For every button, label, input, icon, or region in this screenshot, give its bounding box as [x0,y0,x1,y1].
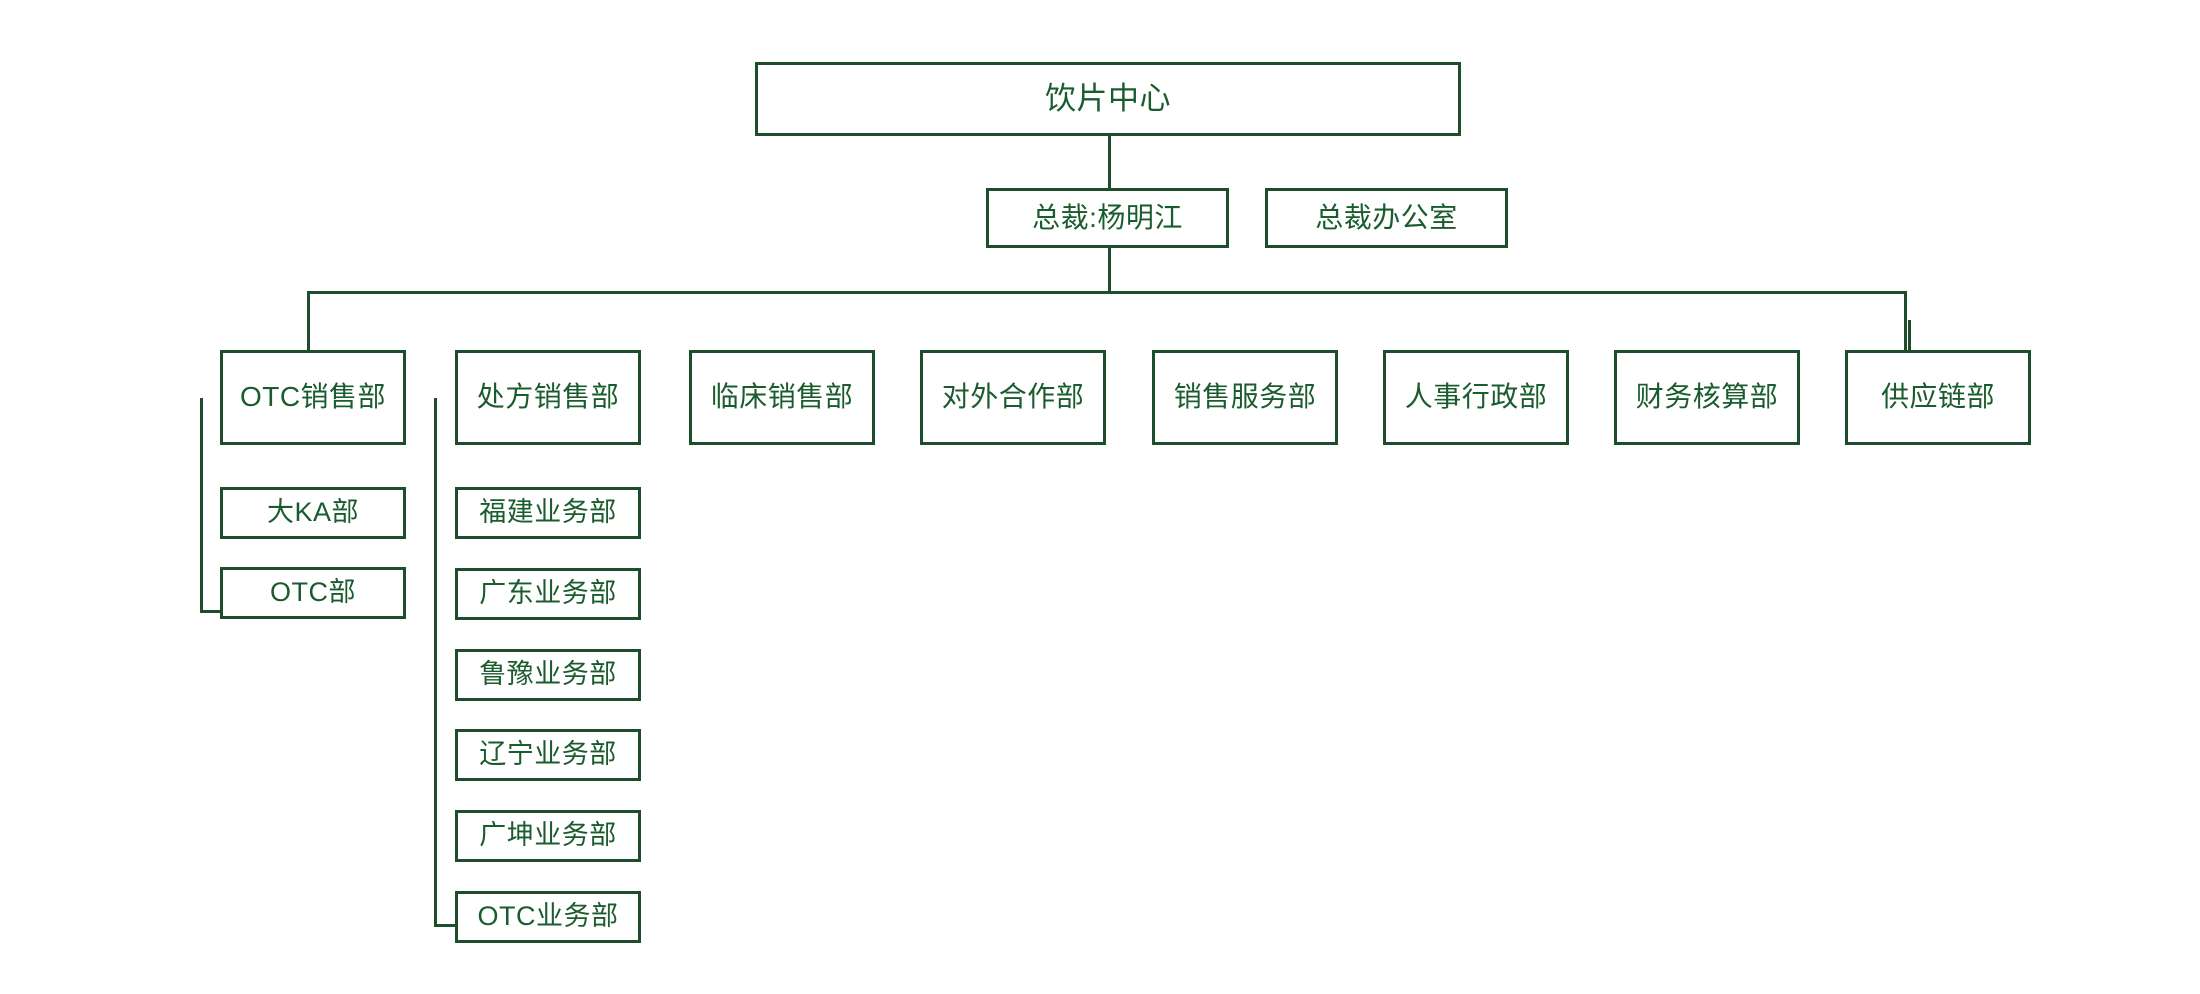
node-department-clinical-sales[interactable]: 临床销售部 [689,350,875,445]
node-sub-guangkun-business[interactable]: 广坤业务部 [455,810,641,862]
node-department-prescription-sales[interactable]: 处方销售部 [455,350,641,445]
connector-prescription-sales-rail-last [434,924,456,927]
connector-bus-left-drop [307,291,310,351]
connector-bus-right-drop [1904,291,1907,351]
node-sub-fujian-business[interactable]: 福建业务部 [455,487,641,539]
node-president[interactable]: 总裁:杨明江 [986,188,1229,248]
connector-supply-chain-drop [1908,320,1911,354]
node-department-financial-accounting[interactable]: 财务核算部 [1614,350,1800,445]
node-sub-otc-business[interactable]: OTC业务部 [455,891,641,943]
node-sub-guangdong-business[interactable]: 广东业务部 [455,568,641,620]
node-sub-otc[interactable]: OTC部 [220,567,406,619]
node-sub-luyu-business[interactable]: 鲁豫业务部 [455,649,641,701]
node-department-sales-service[interactable]: 销售服务部 [1152,350,1338,445]
node-department-supply-chain[interactable]: 供应链部 [1845,350,2031,445]
connector-root-to-president [1108,135,1111,188]
connector-otc-sales-rail-last [200,610,222,613]
node-sub-big-ka[interactable]: 大KA部 [220,487,406,539]
node-sub-liaoning-business[interactable]: 辽宁业务部 [455,729,641,781]
node-department-otc-sales[interactable]: OTC销售部 [220,350,406,445]
node-root-center[interactable]: 饮片中心 [755,62,1461,136]
node-department-external-cooperation[interactable]: 对外合作部 [920,350,1106,445]
node-president-office[interactable]: 总裁办公室 [1265,188,1508,248]
connector-president-to-bus [1108,248,1111,293]
connector-otc-sales-rail [200,398,203,613]
connector-prescription-sales-rail [434,398,437,927]
node-department-hr-administration[interactable]: 人事行政部 [1383,350,1569,445]
connector-department-bus [307,291,1907,294]
